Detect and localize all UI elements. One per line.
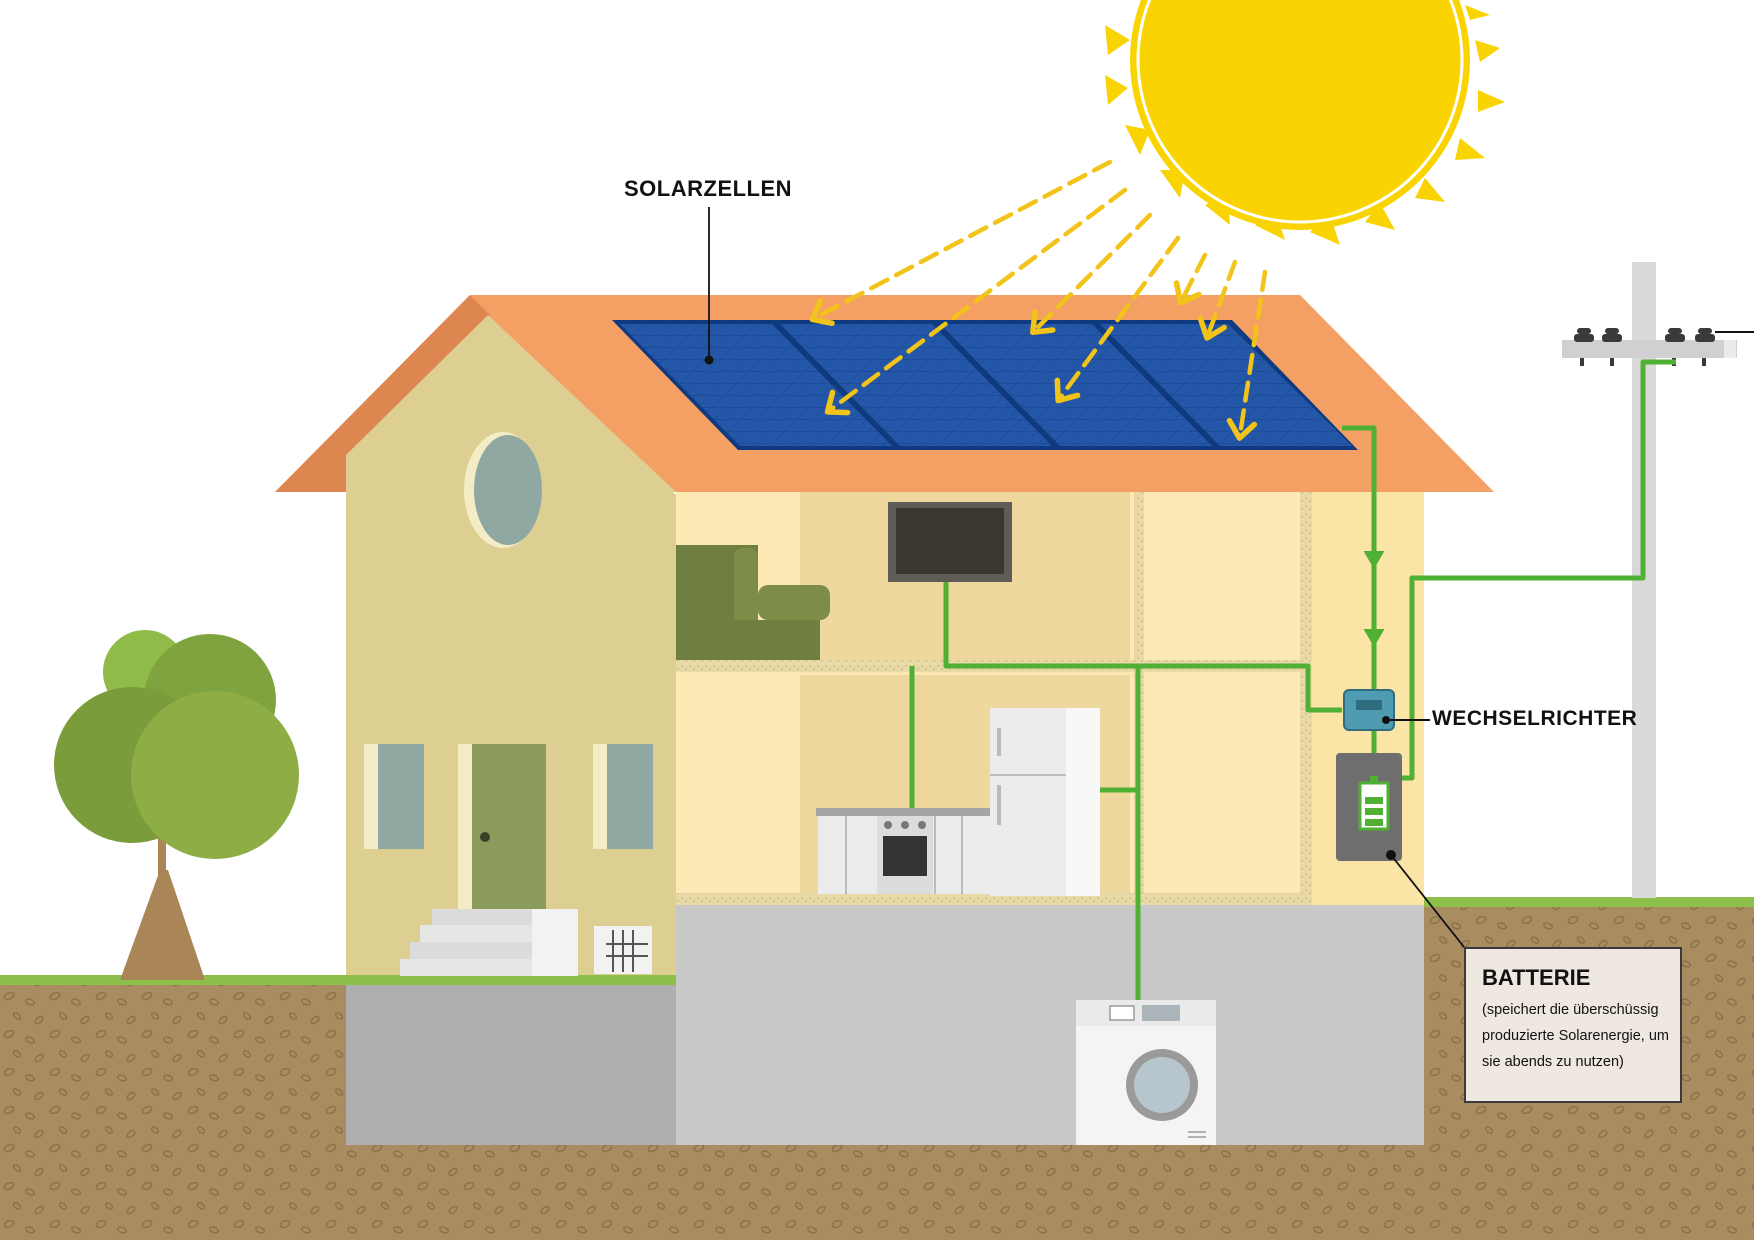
- sun: [1105, 0, 1505, 245]
- leader-lines: [708, 207, 1465, 948]
- grass-left: [0, 975, 680, 985]
- basement-vent: [594, 926, 652, 974]
- window-left: [378, 744, 424, 849]
- solar-panels: [612, 320, 1358, 450]
- battery-description: (speichert die überschüssig produzierte …: [1482, 1002, 1669, 1070]
- front-door: [472, 744, 546, 909]
- television: [888, 502, 1012, 582]
- battery-title: BATTERIE: [1482, 965, 1591, 990]
- kitchen: [816, 708, 1100, 896]
- label-solar-cells: SOLARZELLEN: [624, 176, 793, 201]
- window-right: [607, 744, 653, 849]
- inverter: [1343, 689, 1430, 731]
- label-inverter: WECHSELRICHTER: [1432, 707, 1638, 730]
- washing-machine: [1076, 1000, 1216, 1145]
- grass-right: [1420, 897, 1754, 907]
- sun-rays: [809, 159, 1268, 441]
- solar-label-dot: [704, 355, 714, 365]
- battery: [1336, 753, 1402, 861]
- sofa: [676, 545, 830, 660]
- basement: [346, 905, 1424, 1145]
- power-cables: [909, 359, 1676, 1000]
- entrance-steps: [400, 909, 578, 976]
- tree: [54, 630, 299, 980]
- battery-info-box: BATTERIE (speichert die überschüssig pro…: [1464, 947, 1682, 1103]
